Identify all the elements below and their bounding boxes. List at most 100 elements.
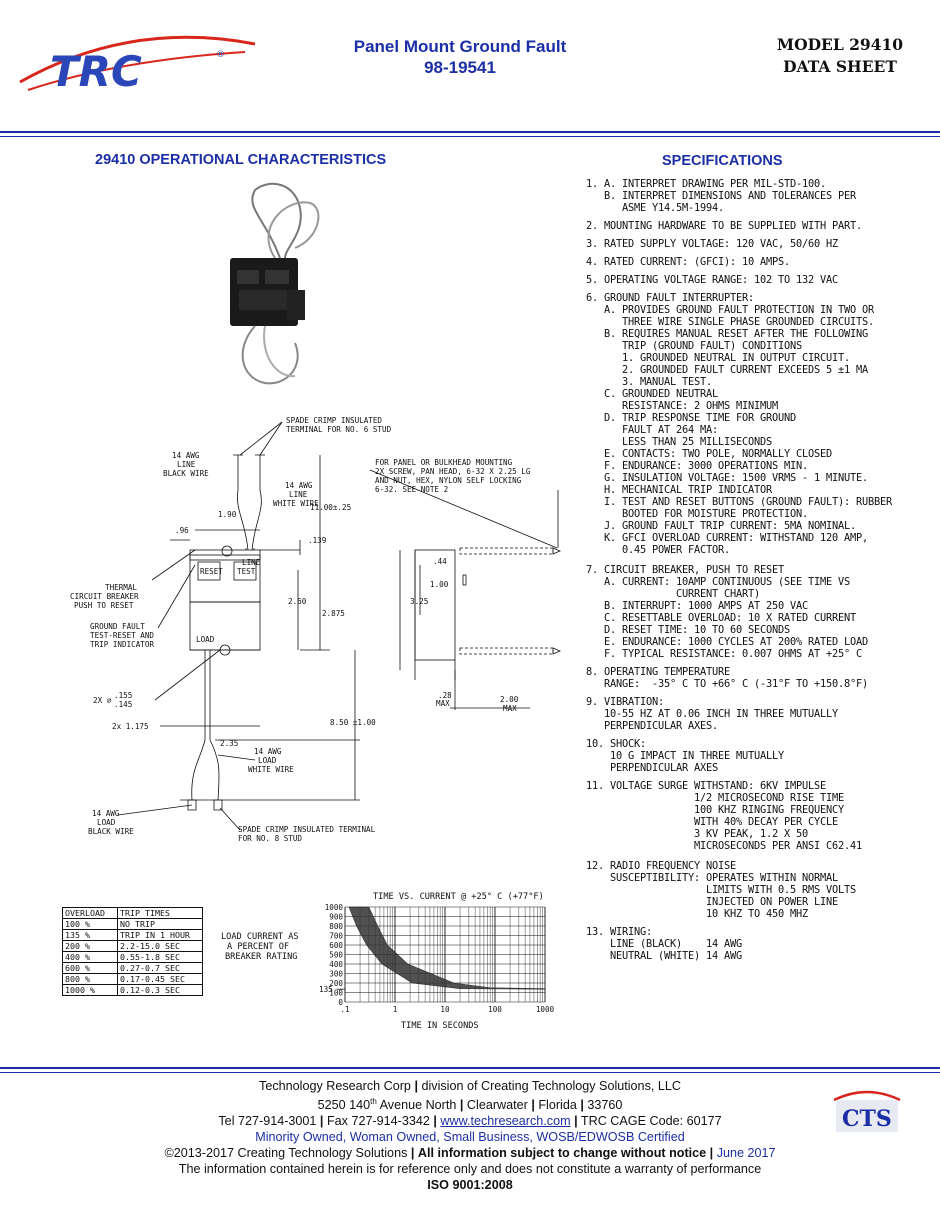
spec-line: 8. OPERATING TEMPERATURE [586, 666, 730, 678]
dim-139: .139 [308, 536, 327, 545]
dim-max1: MAX [436, 699, 450, 708]
overload-percent: 800 % [62, 973, 118, 985]
spec-line: 9. VIBRATION: [586, 696, 664, 708]
white-line-label1: 14 AWG [285, 481, 313, 490]
spec-line: 10 G IMPACT IN THREE MUTUALLY [586, 750, 784, 762]
line-wire-label3: BLACK WIRE [163, 469, 209, 478]
spec-line: 3 KV PEAK, 1.2 X 50 [586, 828, 808, 840]
spec-line: 5. OPERATING VOLTAGE RANGE: 102 TO 132 V… [586, 274, 838, 286]
overload-row: 600 %0.27-0.7 SEC [62, 962, 203, 974]
dim-235: 2.35 [220, 739, 238, 748]
dim-100: 1.00 [430, 580, 449, 589]
y-tick-label: 800 [329, 922, 343, 931]
spade8-label: SPADE CRIMP INSULATED TERMINAL [238, 825, 376, 834]
load-white-label2: LOAD [258, 756, 277, 765]
spec-line: D. TRIP RESPONSE TIME FOR GROUND [586, 412, 796, 424]
load-white-label1: 14 AWG [254, 747, 282, 756]
line-wire-label2: LINE [177, 460, 196, 469]
spec-line: PERPENDICULAR AXES. [586, 720, 718, 732]
specifications-heading: SPECIFICATIONS [662, 153, 783, 169]
trip-band-area [348, 906, 546, 990]
trip-time: TRIP IN 1 HOUR [117, 929, 203, 941]
spec-line: 3. MANUAL TEST. [586, 376, 712, 388]
dim-2875: 2.875 [322, 609, 345, 618]
x-tick-label: 10 [440, 1005, 450, 1014]
footer-subject: All information subject to change withou… [417, 1146, 707, 1161]
spec-line: LINE (BLACK) 14 AWG [586, 938, 742, 950]
mount-label2: 2X SCREW, PAN HEAD, 6-32 X 2.25 LG [375, 467, 531, 476]
ylabel-line3: BREAKER RATING [225, 952, 297, 962]
thermal-label1: THERMAL [105, 583, 137, 592]
spec-line: D. RESET TIME: 10 TO 60 SECONDS [586, 624, 790, 636]
spec-line: K. GFCI OVERLOAD CURRENT: WITHSTAND 120 … [586, 532, 868, 544]
dim-96: .96 [175, 526, 189, 535]
overload-row: 100 %NO TRIP [62, 918, 203, 930]
trip-time: 0.17-0.45 SEC [117, 973, 203, 985]
spec-line: LESS THAN 25 MILLISECONDS [586, 436, 772, 448]
spec-line: E. ENDURANCE: 1000 CYCLES AT 200% RATED … [586, 636, 868, 648]
footer-minority: Minority Owned, Woman Owned, Small Busin… [255, 1130, 685, 1145]
gf-label2: TEST-RESET AND [90, 631, 154, 640]
spec-line: 6. GROUND FAULT INTERRUPTER: [586, 292, 754, 304]
overload-percent: 200 % [62, 940, 118, 952]
spec-line: SUSCEPTIBILITY: OPERATES WITHIN NORMAL [586, 872, 838, 884]
spec-line: 0.45 POWER FACTOR. [586, 544, 730, 556]
spec-line: F. ENDURANCE: 3000 OPERATIONS MIN. [586, 460, 808, 472]
footer: Technology Research Corp | division of C… [0, 1078, 940, 1193]
spec-line: A. CURRENT: 10AMP CONTINUOUS (SEE TIME V… [586, 576, 850, 588]
trip-time: 0.55-1.8 SEC [117, 951, 203, 963]
footer-cage: TRC CAGE Code: 60177 [580, 1114, 722, 1129]
overload-row: 800 %0.17-0.45 SEC [62, 973, 203, 985]
spec-line: BOOTED FOR MOISTURE PROTECTION. [586, 508, 808, 520]
spec-line: WITH 40% DECAY PER CYCLE [586, 816, 838, 828]
spec-line: RESISTANCE: 2 OHMS MINIMUM [586, 400, 778, 412]
page-title: Panel Mount Ground Fault 98-19541 [330, 36, 590, 78]
x-tick-label: 1000 [536, 1005, 555, 1014]
cts-logo-text: CTS [842, 1106, 892, 1132]
mount-label4: 6-32. SEE NOTE 2 [375, 485, 448, 494]
title-line1: Panel Mount Ground Fault [353, 37, 567, 56]
y-tick-label: 600 [329, 941, 343, 950]
gf-label3: TRIP INDICATOR [90, 640, 154, 649]
overload-percent: 600 % [62, 962, 118, 974]
overload-percent: 1000 % [62, 984, 118, 996]
thermal-label2: CIRCUIT BREAKER [70, 592, 139, 601]
footer-iso: ISO 9001:2008 [427, 1178, 513, 1193]
dim-max2: MAX [503, 704, 517, 713]
line-lbl: LINE [242, 558, 261, 567]
overload-row: 135 %TRIP IN 1 HOUR [62, 929, 203, 941]
x-tick-label: 100 [488, 1005, 502, 1014]
reset-label: RESET [200, 567, 223, 576]
gf-label1: GROUND FAULT [90, 622, 145, 631]
trip-time: 0.12-0.3 SEC [117, 984, 203, 996]
white-line-label3: WHITE WIRE [273, 499, 319, 508]
spec-line: C. RESETTABLE OVERLOAD: 10 X RATED CURRE… [586, 612, 856, 624]
time-current-chart: TIME VS. CURRENT @ +25° C (+77°F) LOAD C… [215, 885, 585, 1035]
dim-145: .145 [114, 700, 132, 709]
spade8b-label: FOR NO. 8 STUD [238, 834, 302, 843]
y-tick-label: 300 [329, 970, 343, 979]
dim-28: .28 [438, 691, 452, 700]
spec-line: 11. VOLTAGE SURGE WITHSTAND: 6KV IMPULSE [586, 780, 826, 792]
footer-company: Technology Research Corp [259, 1079, 411, 1093]
thermal-label3: PUSH TO RESET [74, 601, 134, 610]
overload-row: 200 %2.2-15.0 SEC [62, 940, 203, 952]
logo-text: TRC [50, 47, 142, 96]
footer-copyright: ©2013-2017 Creating Technology Solutions [164, 1146, 408, 1161]
spec-line: 1/2 MICROSECOND RISE TIME [586, 792, 844, 804]
footer-zip: 33760 [587, 1098, 623, 1113]
overload-percent: 100 % [62, 918, 118, 930]
overload-row: 1000 %0.12-0.3 SEC [62, 984, 203, 996]
x-tick-label: 1 [393, 1005, 398, 1014]
spec-line: B. INTERPRET DIMENSIONS AND TOLERANCES P… [586, 190, 856, 202]
load-white-label3: WHITE WIRE [248, 765, 294, 774]
spec-line: 2. GROUNDED FAULT CURRENT EXCEEDS 5 ±1 M… [586, 364, 868, 376]
footer-url-link[interactable]: www.techresearch.com [440, 1114, 571, 1129]
title-line2: 98-19541 [424, 58, 496, 77]
y-tick-label: 700 [329, 932, 343, 941]
spec-line: INJECTED ON POWER LINE [586, 896, 838, 908]
header-rule-top [0, 131, 940, 133]
spec-line: J. GROUND FAULT TRIP CURRENT: 5MA NOMINA… [586, 520, 856, 532]
footer-state: Florida [538, 1098, 577, 1113]
footer-address: 5250 140 [317, 1098, 371, 1113]
